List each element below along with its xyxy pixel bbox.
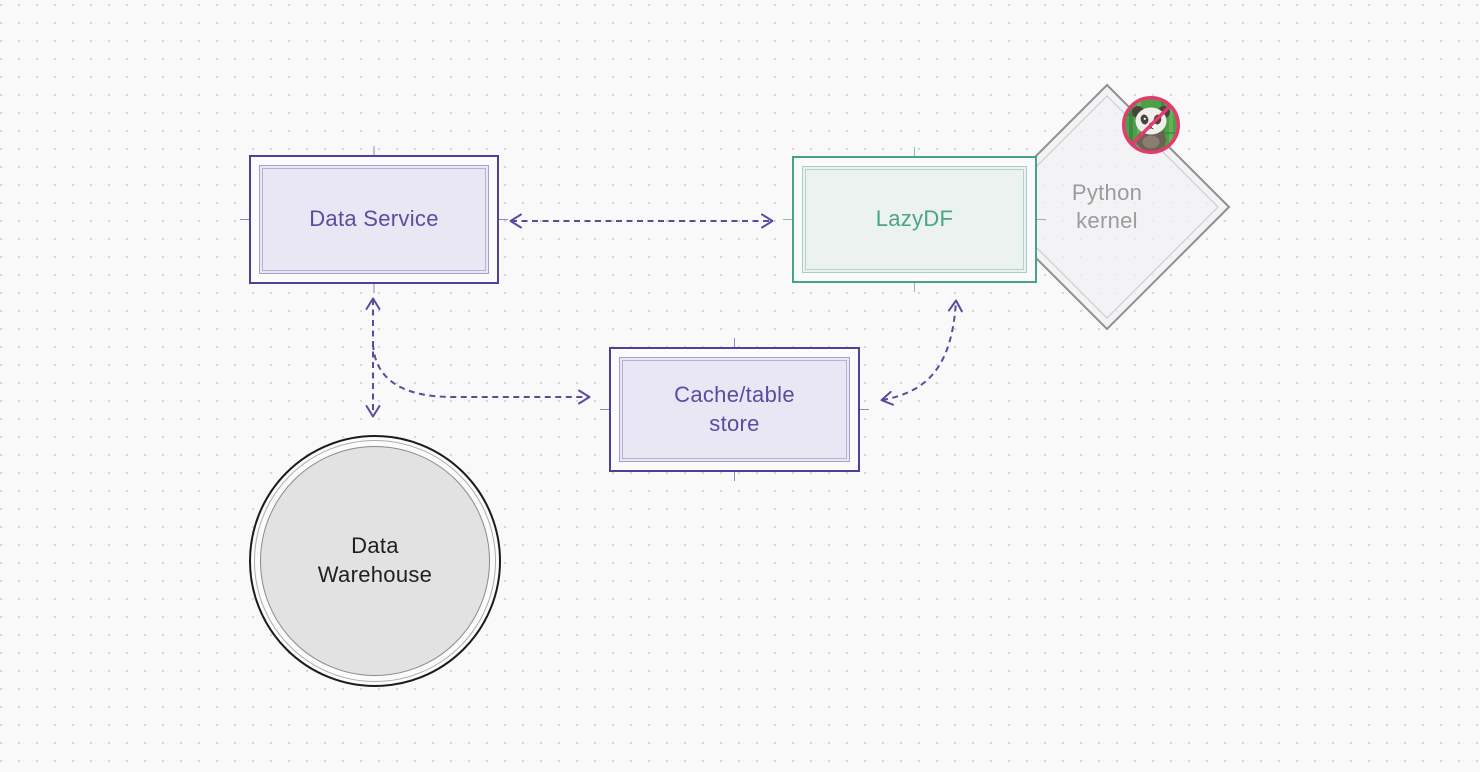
node-data-service-label: Data Service (309, 206, 439, 232)
edge-cache-store-lazydf[interactable] (880, 299, 963, 406)
panda-prohibited-icon (1122, 96, 1180, 154)
node-cache-store[interactable]: Cache/table store (609, 347, 860, 472)
node-data-warehouse-body: Data Warehouse (260, 446, 490, 676)
node-lazydf[interactable]: LazyDF (792, 156, 1037, 283)
node-lazydf-body: LazyDF (802, 166, 1027, 273)
node-data-service[interactable]: Data Service (249, 155, 499, 284)
node-data-warehouse[interactable]: Data Warehouse (249, 435, 501, 687)
node-lazydf-label: LazyDF (875, 206, 954, 232)
node-python-kernel[interactable]: Python kernel (1045, 168, 1169, 246)
edge-data-service-cache-store[interactable] (372, 343, 591, 405)
node-data-service-body: Data Service (259, 165, 489, 274)
node-cache-store-body: Cache/table store (619, 357, 850, 462)
prohibition-ring (1122, 96, 1180, 154)
node-python-kernel-label: Python kernel (1071, 179, 1143, 233)
node-data-warehouse-label: Data Warehouse (317, 533, 433, 587)
prohibition-slash (1131, 105, 1171, 145)
node-cache-store-label: Cache/table store (674, 382, 795, 436)
no-pandas-badge[interactable] (1121, 95, 1181, 155)
